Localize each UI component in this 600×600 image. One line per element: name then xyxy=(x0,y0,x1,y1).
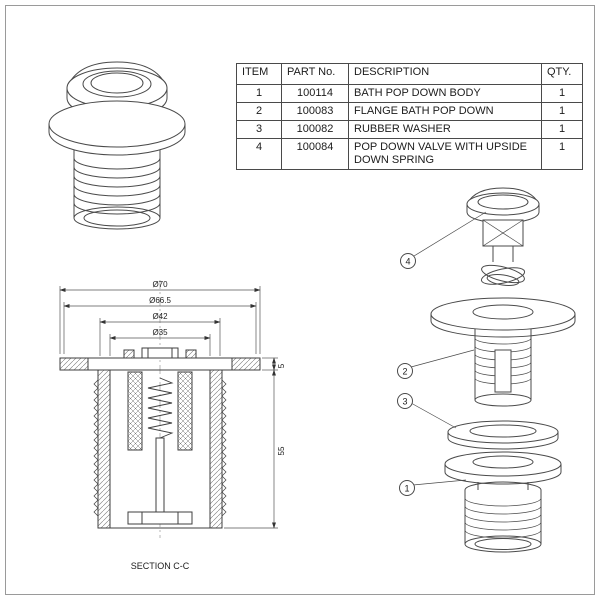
table-row: 2 100083 FLANGE BATH POP DOWN 1 xyxy=(236,102,583,121)
section-valve-head xyxy=(123,347,197,359)
balloon-1-label: 1 xyxy=(404,484,409,494)
balloon-2-label: 2 xyxy=(402,367,407,377)
table-header-row: ITEM PART No. DESCRIPTION QTY. xyxy=(236,63,583,85)
balloon-1: 1 xyxy=(399,480,415,496)
section-caption: SECTION C-C xyxy=(131,561,190,571)
cell-part-no: 100084 xyxy=(281,138,349,170)
cell-description: POP DOWN VALVE WITH UPSIDE DOWN SPRING xyxy=(348,138,542,170)
dimension-lines xyxy=(59,286,278,529)
balloon-leaders xyxy=(410,211,487,486)
exploded-view: 4 2 3 1 xyxy=(397,187,576,553)
cell-qty: 1 xyxy=(541,84,583,103)
cell-qty: 1 xyxy=(541,120,583,139)
iso-flange xyxy=(48,100,186,156)
section-view: Ø70 Ø66.5 Ø42 Ø35 5 55 xyxy=(59,280,286,571)
isometric-body-view xyxy=(48,61,186,230)
cell-qty: 1 xyxy=(541,102,583,121)
header-qty: QTY. xyxy=(541,63,583,85)
dim-label-dia35: Ø35 xyxy=(152,328,168,337)
balloon-3-label: 3 xyxy=(402,397,407,407)
section-inner-walls xyxy=(127,371,193,451)
dim-label-dia42: Ø42 xyxy=(152,312,168,321)
header-part-no: PART No. xyxy=(281,63,349,85)
cell-description: RUBBER WASHER xyxy=(348,120,542,139)
header-item: ITEM xyxy=(236,63,282,85)
cell-description: BATH POP DOWN BODY xyxy=(348,84,542,103)
table-row: 4 100084 POP DOWN VALVE WITH UPSIDE DOWN… xyxy=(236,138,583,170)
header-description: DESCRIPTION xyxy=(348,63,542,85)
exploded-flange-item2 xyxy=(430,297,576,407)
cell-item: 4 xyxy=(236,138,282,170)
table-row: 1 100114 BATH POP DOWN BODY 1 xyxy=(236,84,583,103)
cell-description: FLANGE BATH POP DOWN xyxy=(348,102,542,121)
exploded-washer-item3 xyxy=(447,420,559,450)
section-valve-stem xyxy=(127,437,193,525)
dim-label-55: 55 xyxy=(277,446,286,455)
table-row: 3 100082 RUBBER WASHER 1 xyxy=(236,120,583,139)
iso-threaded-body xyxy=(73,150,161,230)
dim-label-dia66-5: Ø66.5 xyxy=(149,296,171,305)
parts-table: ITEM PART No. DESCRIPTION QTY. 1 100114 … xyxy=(236,63,583,170)
dim-label-dia70: Ø70 xyxy=(152,280,168,289)
section-body-walls xyxy=(93,369,227,529)
balloon-2: 2 xyxy=(397,363,413,379)
cell-item: 1 xyxy=(236,84,282,103)
balloon-3: 3 xyxy=(397,393,413,409)
section-flange-plate xyxy=(59,357,261,371)
cell-part-no: 100114 xyxy=(281,84,349,103)
cell-part-no: 100082 xyxy=(281,120,349,139)
cell-item: 3 xyxy=(236,120,282,139)
exploded-body-item1 xyxy=(444,451,562,553)
cell-part-no: 100083 xyxy=(281,102,349,121)
dim-label-5: 5 xyxy=(277,363,286,368)
section-spring xyxy=(147,377,174,439)
balloon-4-label: 4 xyxy=(405,257,410,267)
balloon-4: 4 xyxy=(400,253,416,269)
exploded-valve-item4 xyxy=(466,187,540,286)
cell-item: 2 xyxy=(236,102,282,121)
section-geometry xyxy=(59,347,261,529)
cell-qty: 1 xyxy=(541,138,583,170)
